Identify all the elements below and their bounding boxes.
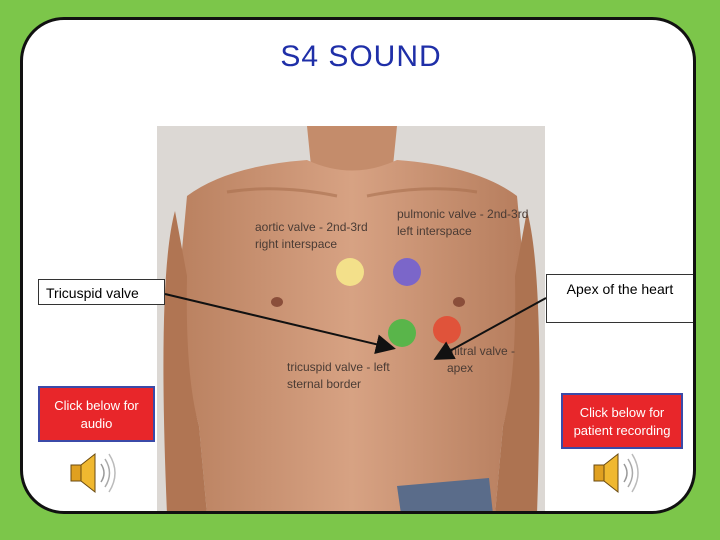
apex-arrow: [433, 297, 547, 360]
aortic-dot: [336, 258, 364, 286]
pulmonic-dot: [393, 258, 421, 286]
tricuspid-arrow: [164, 293, 396, 355]
aortic-annotation-line2: right interspace: [255, 237, 337, 251]
pulmonic-annotation-line1: pulmonic valve - 2nd-3rd: [397, 207, 528, 221]
speaker-icon[interactable]: [67, 448, 123, 498]
mitral-annotation-line1: mitral valve -: [447, 344, 515, 358]
slide-frame: S4 SOUND: [20, 17, 696, 514]
patient-recording-button[interactable]: Click below for patient recording: [561, 393, 683, 449]
audio-button[interactable]: Click below for audio: [38, 386, 155, 442]
pulmonic-annotation-line2: left interspace: [397, 224, 472, 238]
tricuspid-annotation-line1: tricuspid valve - left: [287, 360, 390, 374]
tricuspid-valve-label: Tricuspid valve: [38, 279, 165, 305]
mitral-annotation-line2: apex: [447, 361, 473, 375]
slide-title: S4 SOUND: [280, 40, 442, 73]
chest-photo: aortic valve - 2nd-3rd right interspace …: [157, 126, 545, 511]
tricuspid-annotation-line2: sternal border: [287, 377, 361, 391]
aortic-annotation-line1: aortic valve - 2nd-3rd: [255, 220, 368, 234]
connector-arrows: [164, 293, 547, 360]
chest-illustration: aortic valve - 2nd-3rd right interspace …: [157, 126, 545, 511]
apex-of-heart-label: Apex of the heart: [546, 274, 693, 323]
mitral-dot: [433, 316, 461, 344]
speaker-icon[interactable]: [590, 448, 646, 498]
